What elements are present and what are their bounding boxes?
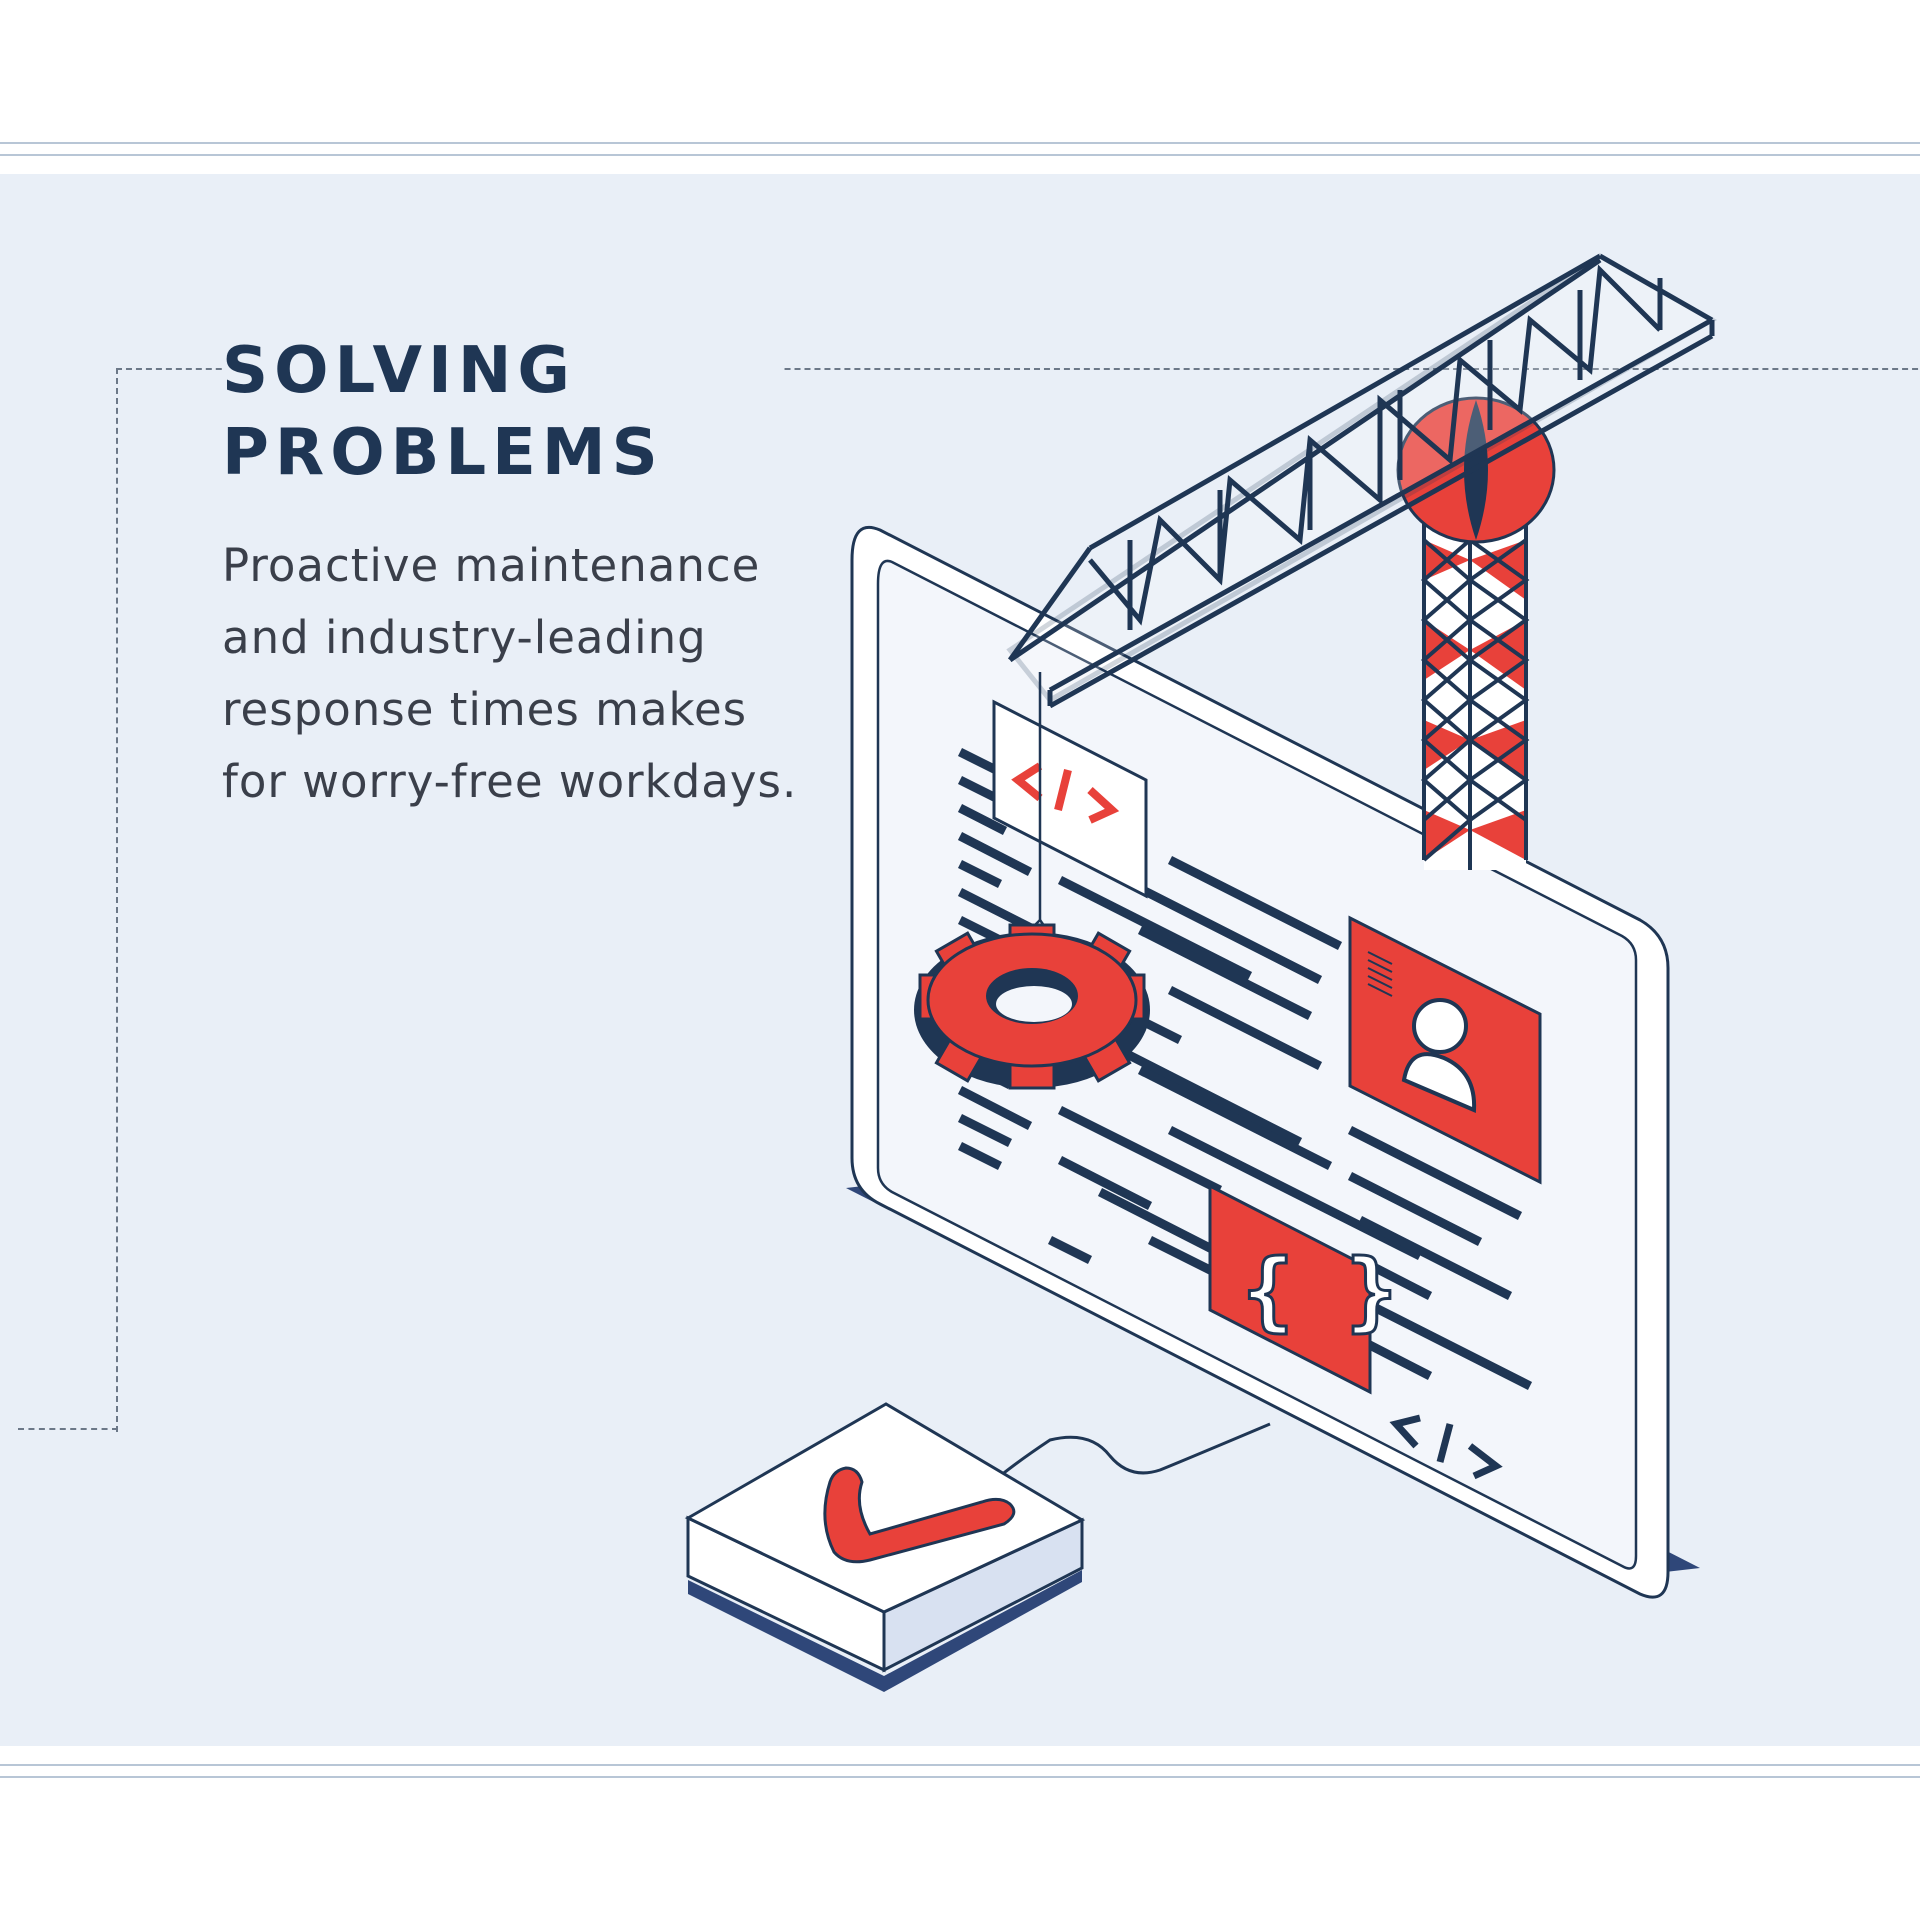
title-line-2: PROBLEMS — [222, 416, 664, 490]
description-line-3: response times makes — [222, 683, 748, 736]
gear-icon — [914, 923, 1150, 1090]
checkmark-button-icon — [684, 1402, 1086, 1692]
top-rule-1 — [0, 142, 1920, 144]
code-tag-card — [992, 699, 1148, 899]
code-tag-text: </> — [0, 0, 2, 1]
description-line-1: Proactive maintenance — [222, 539, 761, 592]
top-rule-2 — [0, 154, 1920, 156]
code-tag-icon — [1011, 762, 1120, 824]
button-cable — [999, 1422, 1271, 1478]
user-profile-icon — [1348, 915, 1542, 1185]
description-line-2: and industry-leading — [222, 611, 707, 664]
curly-braces-icon: { } — [1208, 1183, 1399, 1395]
crane-tower — [1420, 520, 1530, 870]
braces-text: { } — [1242, 1241, 1397, 1341]
bottom-rule-2 — [0, 1776, 1920, 1778]
bottom-rule-1 — [0, 1764, 1920, 1766]
page-title: SOLVING PROBLEMS — [222, 330, 686, 494]
description-line-4: for worry-free workdays. — [222, 755, 798, 808]
title-line-1: SOLVING — [222, 334, 576, 408]
dashed-frame — [116, 368, 1920, 1432]
screen-code-tag-icon — [1389, 1414, 1503, 1480]
heading-block: SOLVING PROBLEMS — [222, 330, 782, 494]
crane-icon — [1006, 253, 1718, 709]
dashed-frame-bottom — [18, 1428, 118, 1430]
description: Proactive maintenance and industry-leadi… — [222, 530, 842, 818]
